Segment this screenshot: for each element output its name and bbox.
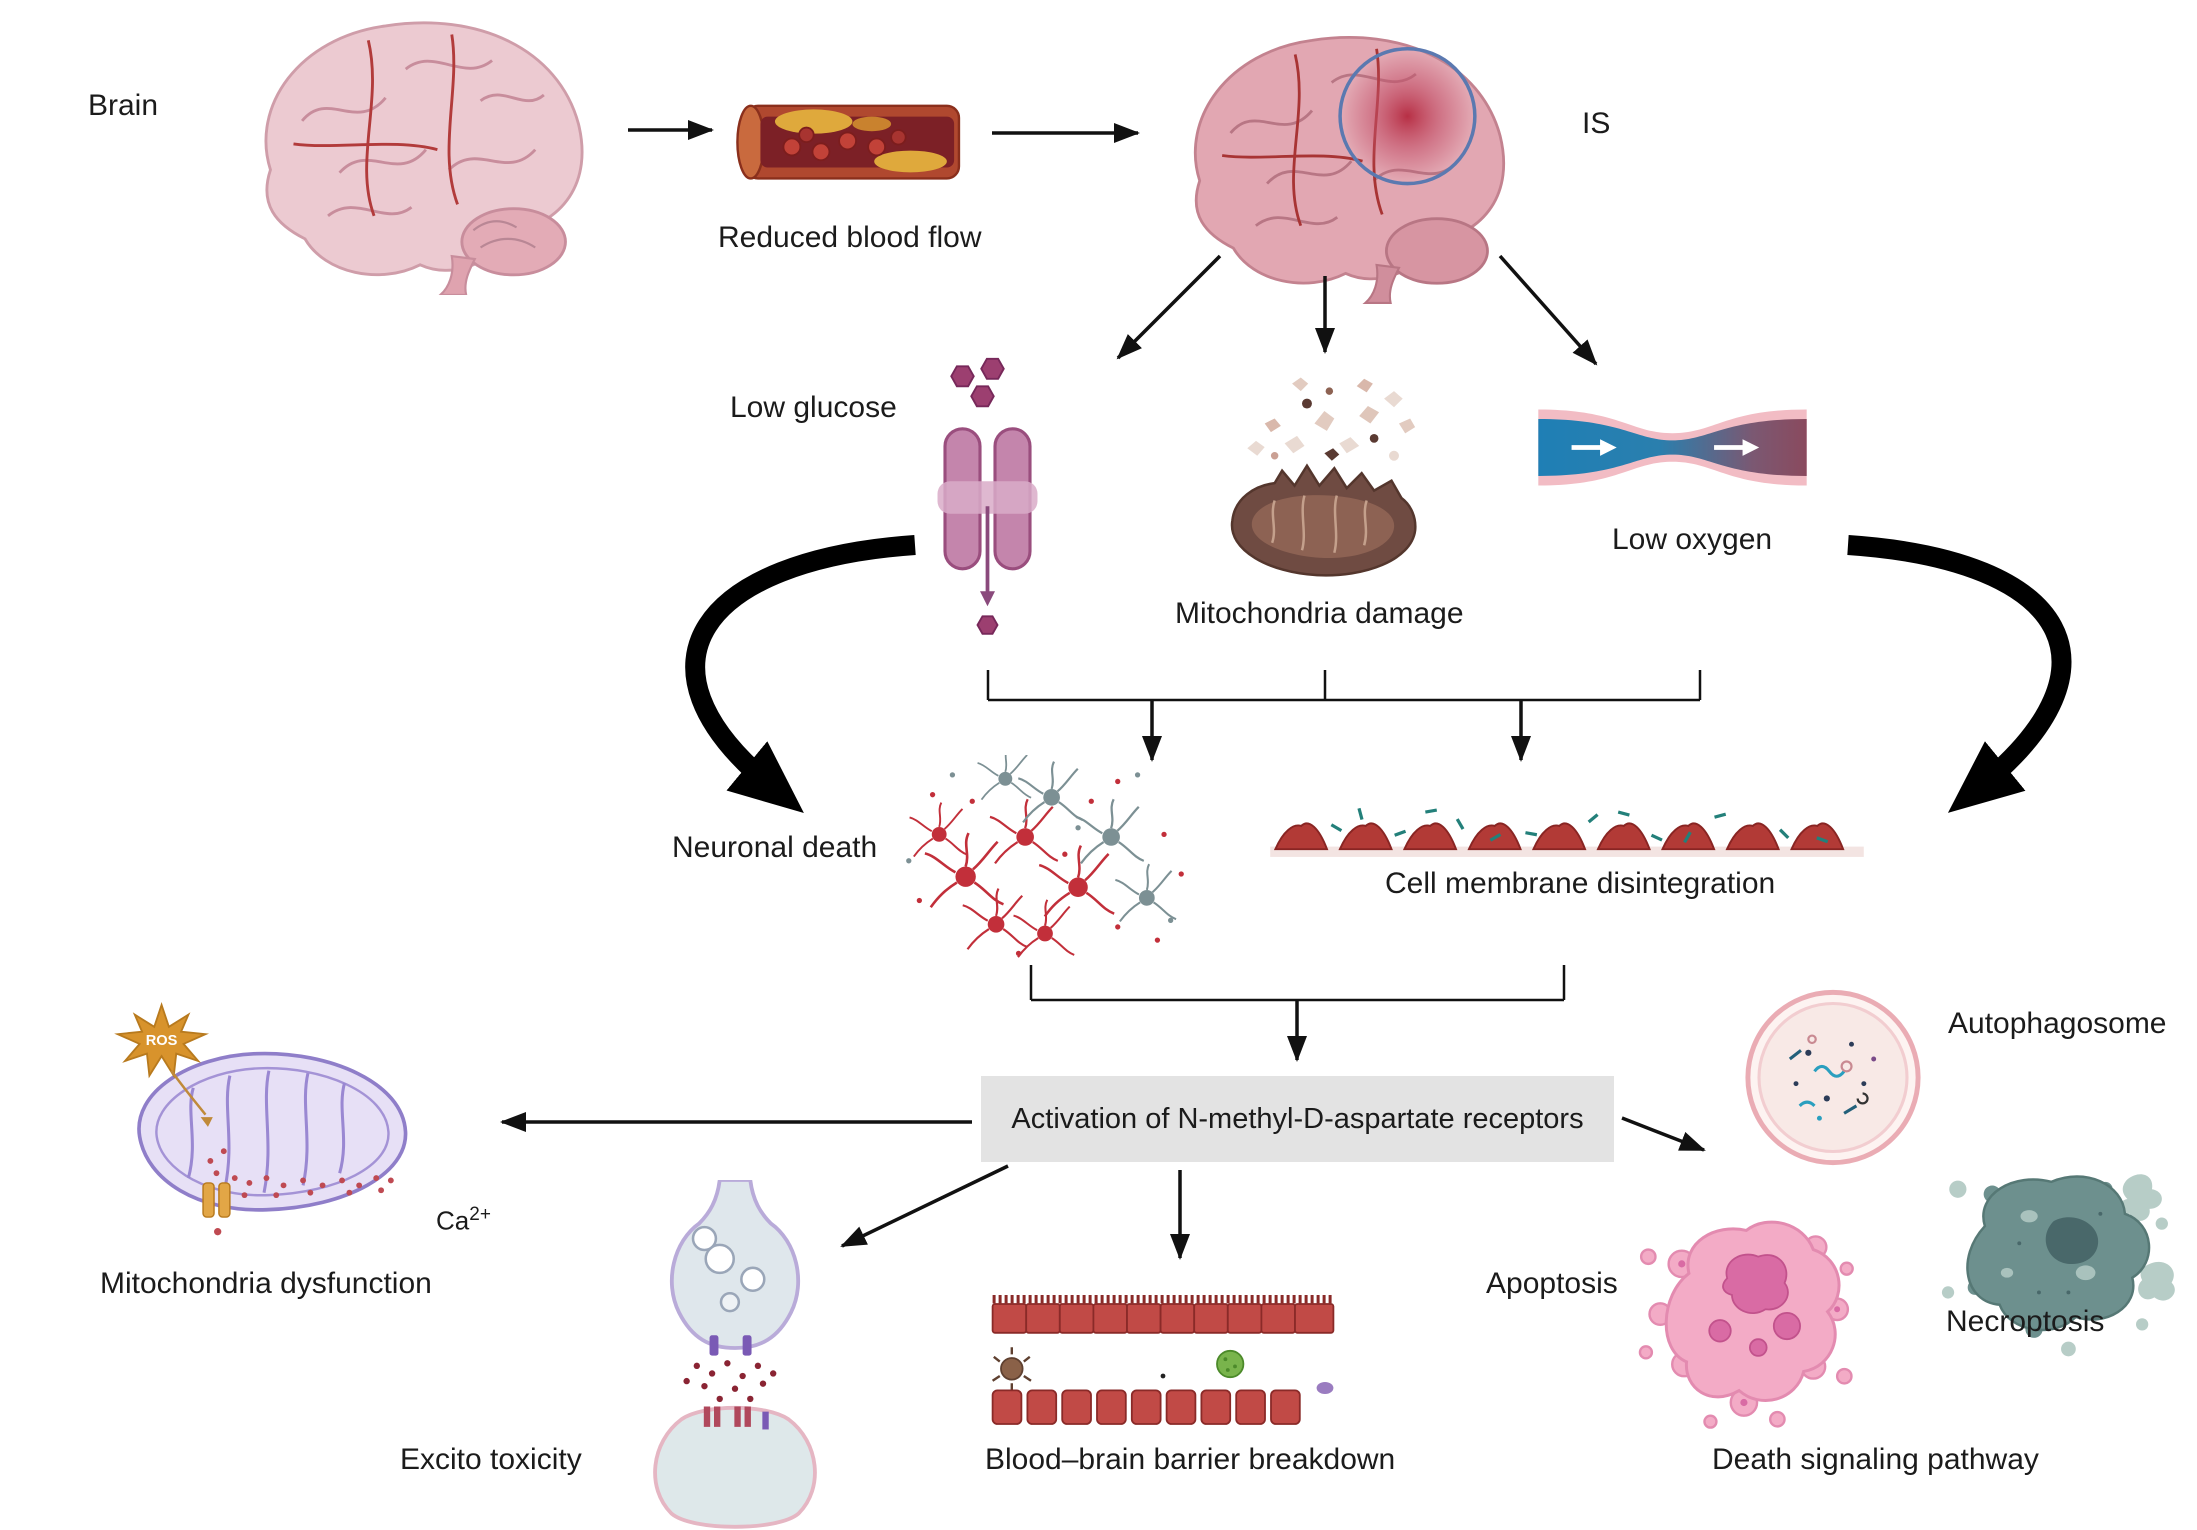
brain-illustration [235,0,611,295]
arrow-nmda-to-excitotoxicity [840,1164,1009,1248]
low-oxygen-illustration [1530,400,1815,495]
apoptosis-label: Apoptosis [1486,1267,1618,1300]
glucose-transporter-illustration [925,355,1050,645]
brain-label: Brain [88,89,159,122]
low-oxygen-label: Low oxygen [1612,523,1773,556]
reduced-blood-flow-label: Reduced blood flow [718,221,982,254]
neuronal-death-illustration [890,755,1200,960]
calcium-label: Ca2+ [436,1204,491,1237]
apoptosis-illustration [1630,1185,1865,1430]
ros-starburst-icon [114,1001,210,1079]
cell-membrane-disintegration-label: Cell membrane disintegration [1385,867,1776,900]
low-glucose-label: Low glucose [730,391,897,424]
ischemic-brain-illustration [1166,14,1531,304]
excitotoxicity-label: Excito toxicity [400,1443,582,1476]
bracket-insults [986,670,1702,702]
excitotoxicity-synapse-illustration [615,1180,855,1530]
mitochondria-dysfunction-label: Mitochondria dysfunction [100,1267,432,1300]
curved-arrow-right-to-membrane [1847,535,2072,813]
necroptosis-illustration [1915,1145,2185,1360]
mitochondria-dysfunction-illustration: ROS [95,1000,455,1250]
cell-membrane-illustration [1262,795,1872,875]
neuronal-death-label: Neuronal death [672,831,878,864]
ros-label: ROS [146,1033,178,1049]
death-signaling-pathway-label: Death signaling pathway [1712,1443,2039,1476]
nmda-activation-box: Activation of N-methyl-D-aspartate recep… [981,1076,1614,1162]
reduced-blood-flow-illustration [725,84,975,199]
necroptosis-label: Necroptosis [1946,1305,2105,1338]
bbb-breakdown-label: Blood–brain barrier breakdown [985,1443,1396,1476]
calcium-charge: 2+ [469,1204,491,1225]
curved-arrow-left-to-neuronal-death [685,535,916,814]
autophagosome-illustration [1738,985,1928,1170]
mitochondria-damage-label: Mitochondria damage [1175,597,1464,630]
immune-cell-icon [1216,1349,1245,1379]
autophagosome-label: Autophagosome [1948,1007,2167,1040]
microglia-icon [991,1347,1032,1391]
arrow-nmda-to-death-pathway [1621,1116,1706,1152]
mitochondria-damage-illustration [1210,370,1440,595]
bbb-illustration [975,1280,1375,1430]
bracket-death-membrane [1029,965,1566,1002]
is-label: IS [1582,107,1611,140]
calcium-symbol: Ca [436,1205,470,1236]
